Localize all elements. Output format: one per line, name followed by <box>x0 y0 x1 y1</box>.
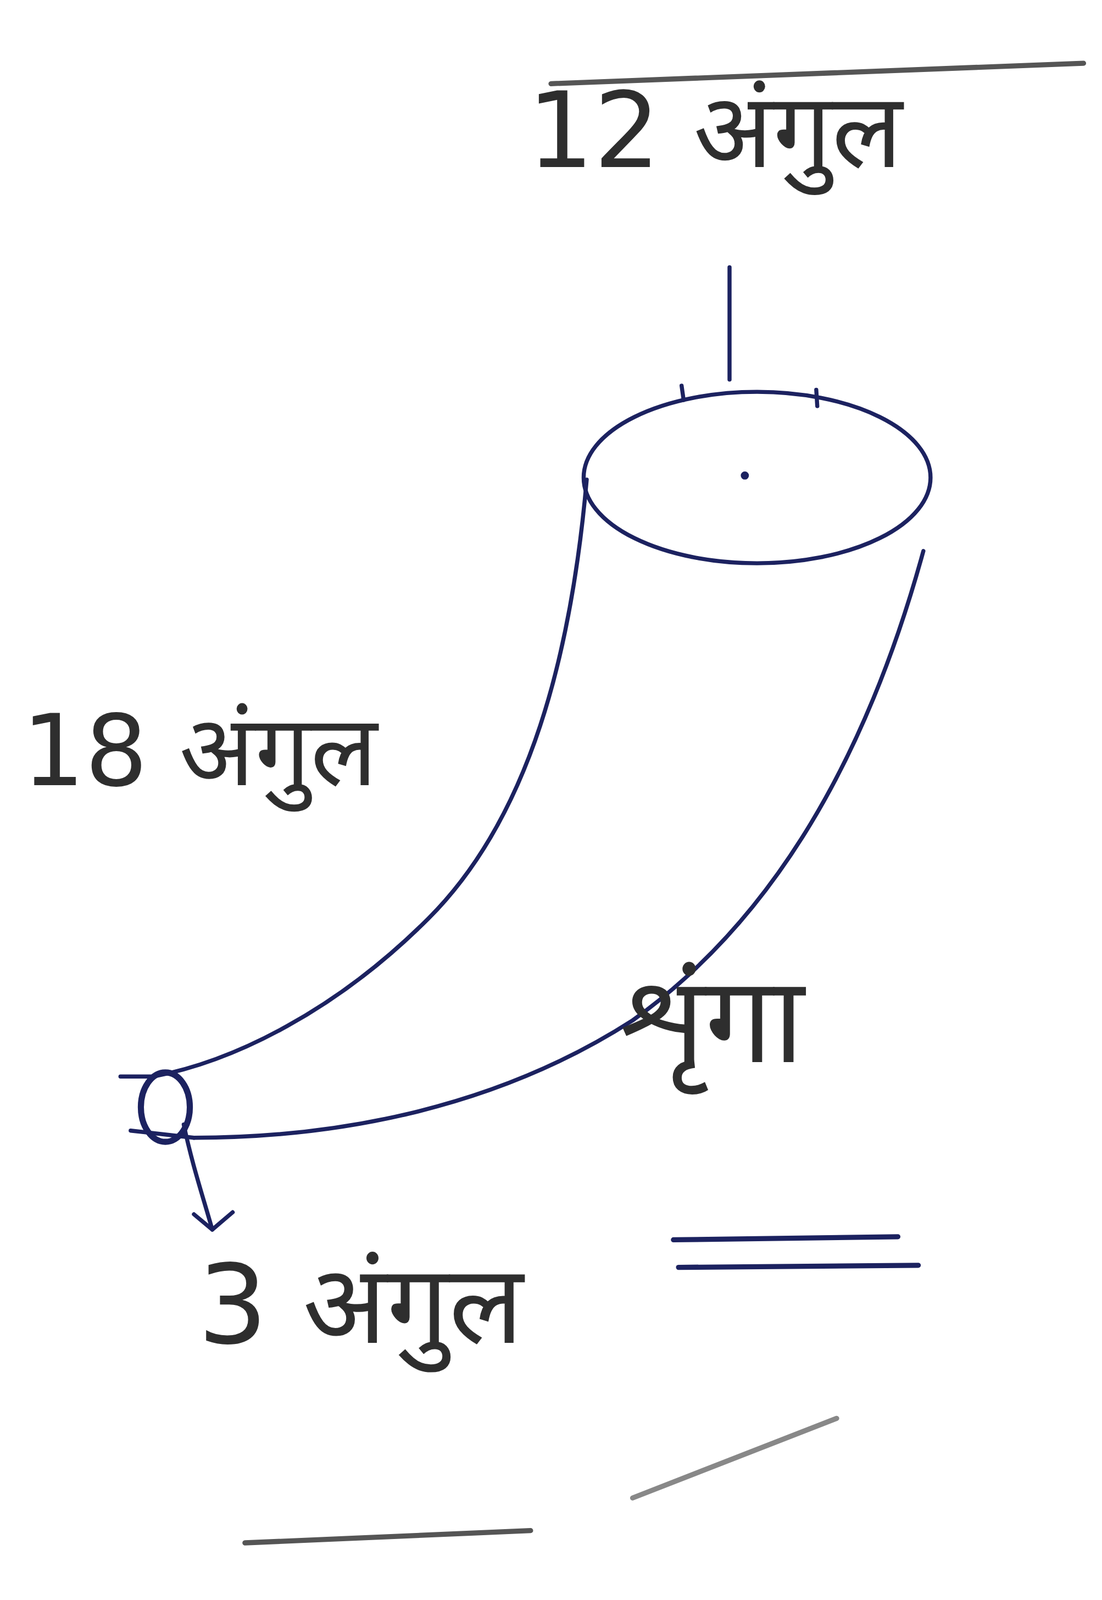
pointer-arrow <box>183 1124 213 1230</box>
dimension-label: 3 अंगुल <box>197 1236 524 1374</box>
dimension-label: 18 अंगुल <box>16 686 383 815</box>
dimension-label: 12 अंगुल <box>527 65 903 197</box>
arrow-head <box>193 1211 233 1230</box>
leader-line <box>727 267 732 380</box>
center-dot <box>742 473 747 478</box>
horn-tip <box>140 1072 190 1142</box>
underline <box>678 1265 918 1268</box>
horn-edge <box>193 551 924 1138</box>
dimension-label: शृंगा <box>620 944 805 1096</box>
underline <box>245 1530 531 1543</box>
tick-mark <box>681 385 684 400</box>
stray-stroke <box>632 1417 837 1498</box>
underline <box>673 1236 899 1240</box>
tick-mark <box>816 389 818 406</box>
horn-mouth <box>583 391 931 564</box>
